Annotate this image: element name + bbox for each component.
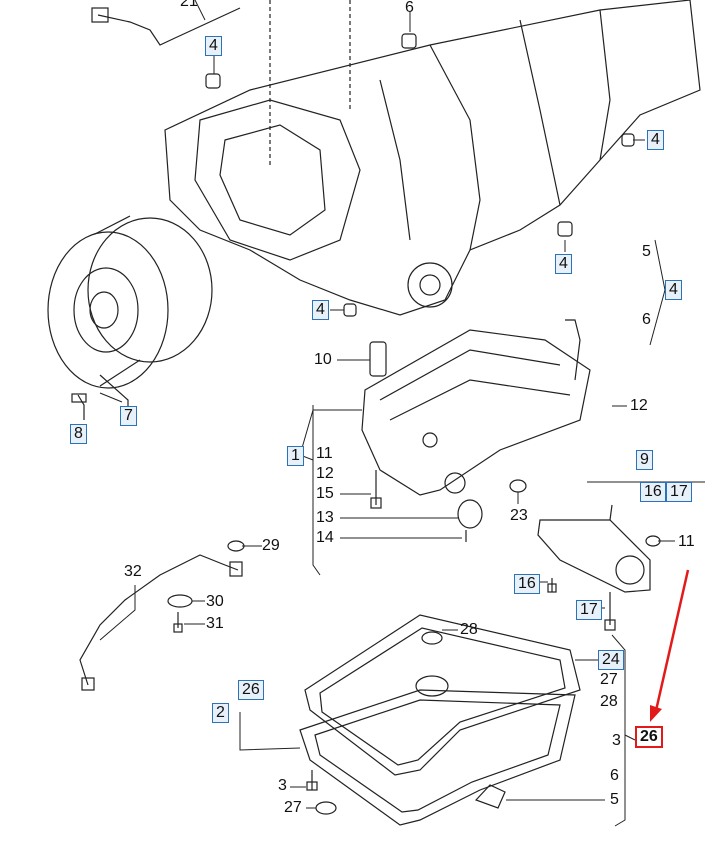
label-11: 11 bbox=[678, 533, 695, 550]
label-5: 5 bbox=[642, 243, 651, 260]
label-17[interactable]: 17 bbox=[576, 600, 602, 620]
mechatronic-unit bbox=[537, 504, 651, 593]
label-4[interactable]: 4 bbox=[205, 36, 222, 56]
label-1[interactable]: 1 bbox=[287, 446, 304, 466]
transmission-housing bbox=[164, 0, 701, 316]
label-17[interactable]: 17 bbox=[666, 482, 692, 502]
label-2[interactable]: 2 bbox=[212, 703, 229, 723]
label-5: 5 bbox=[610, 791, 619, 808]
label-12: 12 bbox=[316, 465, 334, 482]
label-6: 6 bbox=[642, 311, 651, 328]
label-15: 15 bbox=[316, 485, 334, 502]
label-9[interactable]: 9 bbox=[636, 450, 653, 470]
label-4[interactable]: 4 bbox=[647, 130, 664, 150]
label-10: 10 bbox=[314, 351, 332, 368]
label-16[interactable]: 16 bbox=[514, 574, 540, 594]
spring-10 bbox=[369, 341, 387, 377]
highlight-arrow bbox=[650, 569, 690, 722]
label-28: 28 bbox=[460, 621, 478, 638]
label-27: 27 bbox=[600, 671, 618, 688]
label-30: 30 bbox=[206, 593, 224, 610]
label-4[interactable]: 4 bbox=[555, 254, 572, 274]
torque-converter bbox=[47, 215, 213, 389]
label-3: 3 bbox=[612, 732, 621, 749]
valve-body bbox=[361, 319, 591, 496]
label-23: 23 bbox=[510, 507, 528, 524]
label-3: 3 bbox=[278, 777, 287, 794]
label-11: 11 bbox=[316, 445, 333, 462]
cable-21 bbox=[97, 7, 241, 46]
label-27: 27 bbox=[284, 799, 302, 816]
oil-pipe-32 bbox=[79, 554, 239, 686]
label-12: 12 bbox=[630, 397, 648, 414]
label-29: 29 bbox=[262, 537, 280, 554]
label-26-highlighted[interactable]: 26 bbox=[635, 726, 663, 748]
label-7[interactable]: 7 bbox=[120, 406, 137, 426]
label-16[interactable]: 16 bbox=[640, 482, 666, 502]
label-31: 31 bbox=[206, 615, 224, 632]
label-6: 6 bbox=[610, 767, 619, 784]
label-21: 21 bbox=[180, 0, 198, 10]
label-24[interactable]: 24 bbox=[598, 650, 624, 670]
label-26[interactable]: 26 bbox=[238, 680, 264, 700]
label-28: 28 bbox=[600, 693, 618, 710]
label-32: 32 bbox=[124, 563, 142, 580]
oil-pan bbox=[299, 614, 581, 826]
label-8[interactable]: 8 bbox=[70, 424, 87, 444]
label-4[interactable]: 4 bbox=[665, 280, 682, 300]
label-14: 14 bbox=[316, 529, 334, 546]
label-13: 13 bbox=[316, 509, 334, 526]
label-4[interactable]: 4 bbox=[312, 300, 329, 320]
label-6: 6 bbox=[405, 0, 414, 16]
